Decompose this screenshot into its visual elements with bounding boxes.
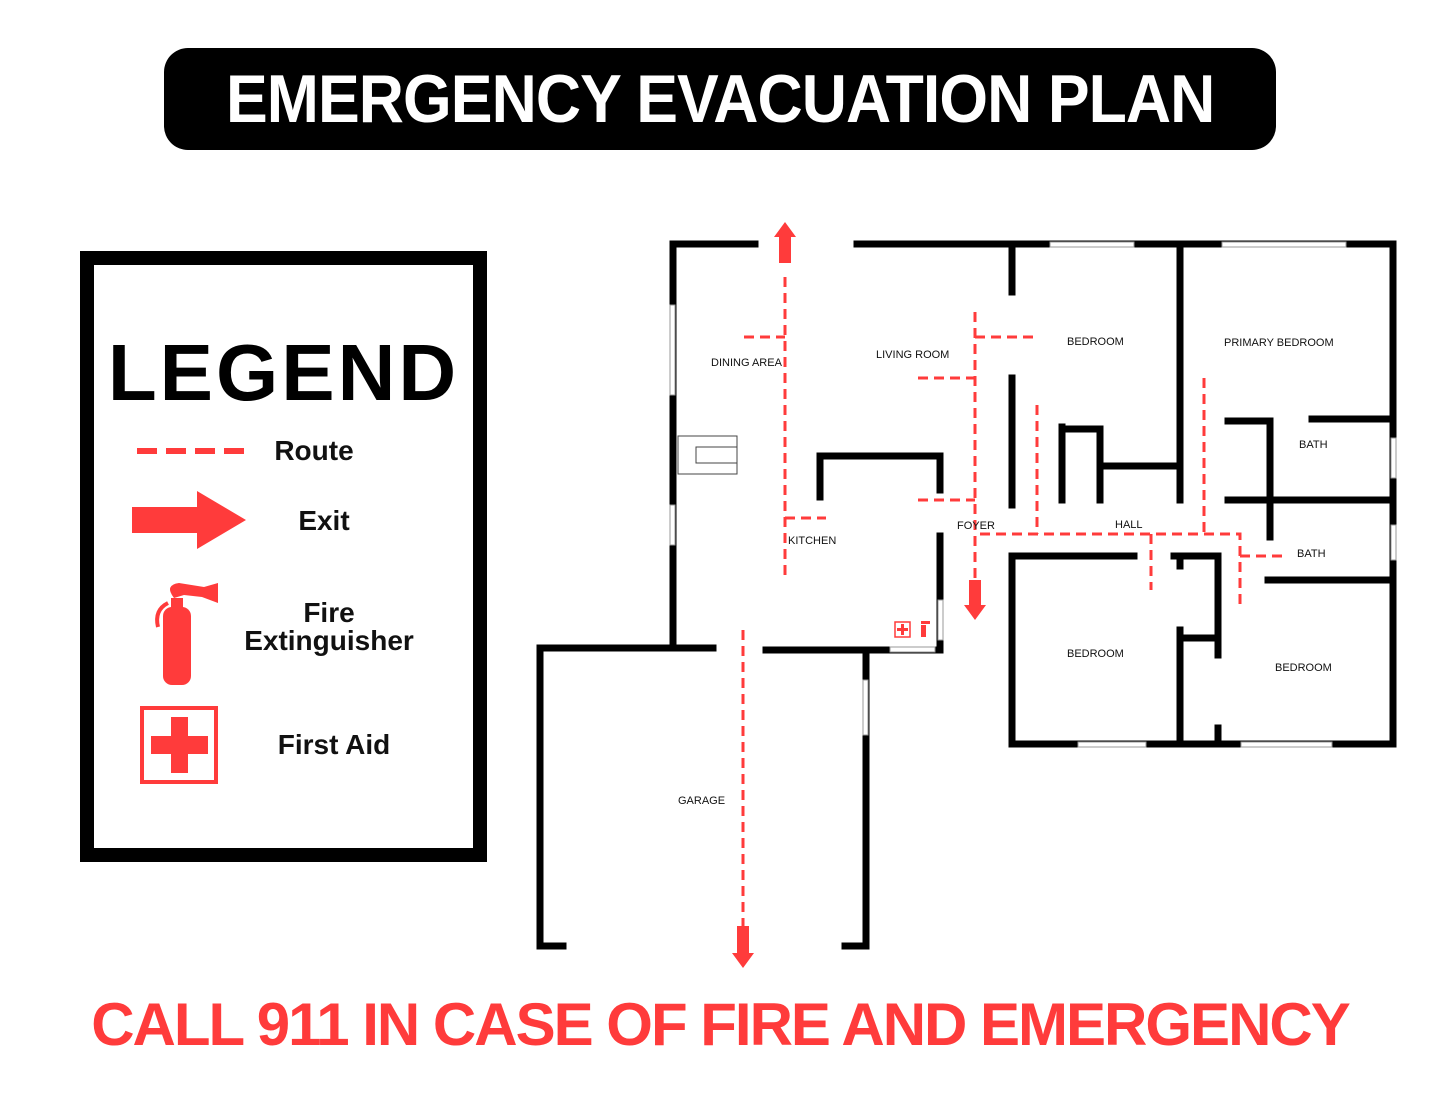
- room-label-hall: HALL: [1115, 519, 1143, 531]
- windows: [669, 241, 1397, 748]
- room-label-garage: GARAGE: [678, 795, 725, 807]
- exit-arrow-icon: [964, 580, 986, 620]
- room-label-bath: BATH: [1299, 439, 1328, 451]
- exit-arrows: [732, 222, 986, 968]
- emergency-call-notice: CALL 911 IN CASE OF FIRE AND EMERGENCY: [91, 991, 1351, 1058]
- room-label-dining: DINING AREA: [711, 357, 783, 369]
- first-aid-icon: [140, 706, 218, 784]
- fire-extinguisher-icon: [155, 583, 218, 685]
- page-title: EMERGENCY EVACUATION PLAN: [225, 61, 1215, 137]
- room-label-foyer: FOYER: [957, 520, 995, 532]
- legend-first-aid-label: First Aid: [277, 729, 391, 760]
- title-banner: EMERGENCY EVACUATION PLAN: [164, 48, 1276, 150]
- room-label-bedroom: BEDROOM: [1067, 648, 1124, 660]
- legend-route-label: Route: [274, 435, 354, 466]
- legend-icons: [132, 448, 246, 784]
- legend-exit-label: Exit: [298, 505, 350, 536]
- legend-extinguisher-label: Fire Extinguisher: [244, 597, 414, 656]
- room-label-bedroom: BEDROOM: [1275, 662, 1332, 674]
- fireplace: [677, 435, 738, 475]
- room-label-primary-bedroom: PRIMARY BEDROOM: [1224, 337, 1334, 349]
- legend-title: LEGEND: [107, 328, 460, 417]
- fire-extinguisher-icon: [921, 621, 930, 637]
- exit-arrow-icon: [732, 926, 754, 968]
- legend-box: LEGEND Route Exit Fire Extinguisher Firs…: [80, 251, 487, 862]
- evacuation-routes: [741, 277, 1287, 930]
- first-aid-icon: [894, 621, 911, 638]
- room-label-living: LIVING ROOM: [876, 349, 949, 361]
- room-label-bedroom: BEDROOM: [1067, 336, 1124, 348]
- room-label-kitchen: KITCHEN: [788, 535, 836, 547]
- exit-arrow-icon: [774, 222, 796, 263]
- exit-arrow-icon: [132, 491, 246, 549]
- walls: [536, 240, 1397, 950]
- room-label-bath: BATH: [1297, 548, 1326, 560]
